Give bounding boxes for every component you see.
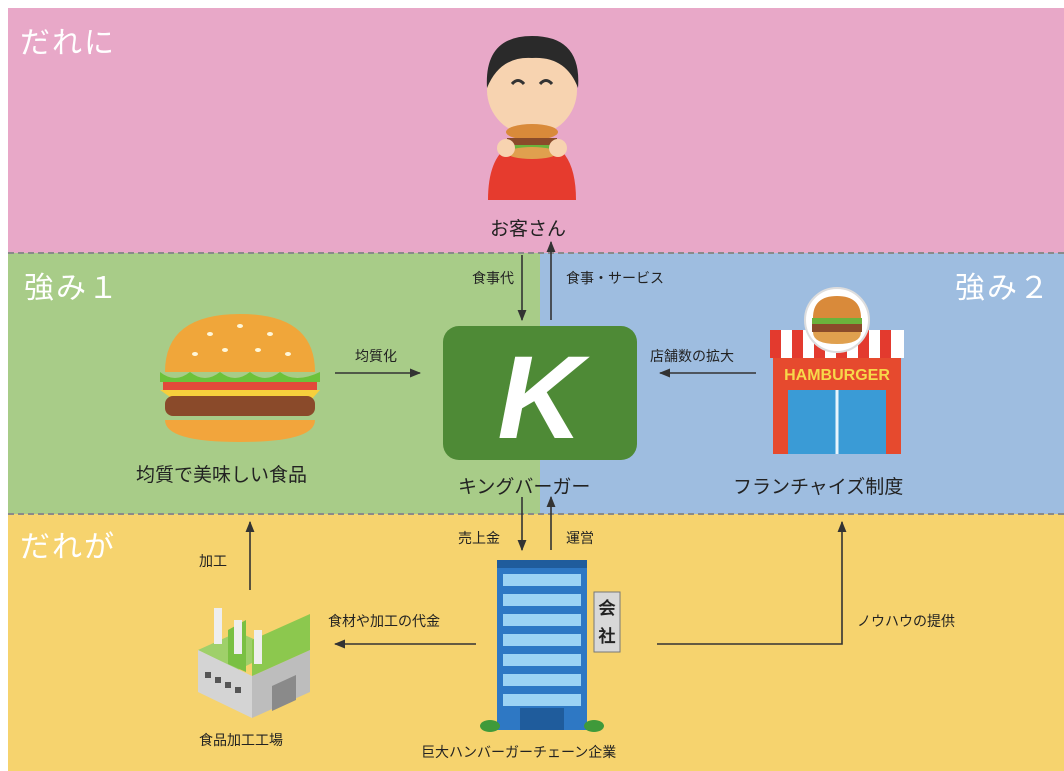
franchise-store-illustration: HAMBURGER bbox=[770, 287, 904, 454]
label-food: 均質で美味しい食品 bbox=[136, 464, 308, 486]
hamburger-illustration bbox=[160, 314, 320, 442]
region-label-strength-2: 強み２ bbox=[955, 271, 1051, 306]
edge-label-homogenize: 均質化 bbox=[355, 349, 397, 365]
company-building-illustration: 会 社 bbox=[480, 560, 621, 732]
region-label-who-bottom: だれが bbox=[20, 530, 116, 565]
brand-logo: K bbox=[443, 326, 637, 464]
region-label-who-top: だれに bbox=[20, 26, 116, 61]
edge-label-sales: 売上金 bbox=[458, 531, 500, 547]
edge-label-meal-service: 食事・サービス bbox=[566, 271, 664, 287]
company-sign-char-2: 社 bbox=[598, 626, 616, 647]
company-sign-char-1: 会 bbox=[599, 598, 616, 619]
divider-bottom bbox=[8, 513, 1064, 515]
label-company: 巨大ハンバーガーチェーン企業 bbox=[421, 745, 617, 761]
label-franchise: フランチャイズ制度 bbox=[733, 476, 904, 498]
edge-label-processing: 加工 bbox=[199, 554, 227, 570]
edge-label-store-expand: 店舗数の拡大 bbox=[650, 349, 734, 365]
divider-top bbox=[8, 252, 1064, 254]
store-sign-text: HAMBURGER bbox=[784, 367, 890, 384]
factory-illustration bbox=[198, 608, 310, 718]
edge-label-meal-fee: 食事代 bbox=[472, 271, 514, 287]
customer-illustration bbox=[486, 36, 579, 200]
region-label-strength-1: 強み１ bbox=[24, 271, 120, 306]
label-brand: キングバーガー bbox=[458, 476, 591, 498]
edge-label-operation: 運営 bbox=[566, 531, 594, 547]
edge-label-knowhow: ノウハウの提供 bbox=[857, 614, 955, 630]
label-factory: 食品加工工場 bbox=[199, 733, 283, 749]
brand-logo-letter: K bbox=[497, 332, 590, 464]
edge-label-ingredients-fee: 食材や加工の代金 bbox=[328, 614, 440, 630]
arrow-knowhow bbox=[657, 520, 847, 645]
label-customer: お客さん bbox=[490, 218, 567, 240]
